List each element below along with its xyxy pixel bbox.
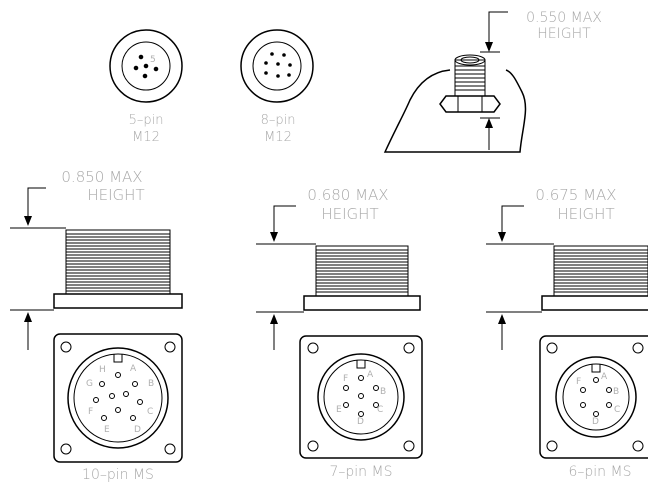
m12-5pin-pins <box>133 54 159 79</box>
ms10-pins <box>93 372 143 421</box>
ms6-pin-d: D <box>592 417 599 427</box>
ms6-pins <box>580 377 612 417</box>
m12-mount-panel <box>383 69 527 153</box>
m12-5pin-outer-ring <box>109 29 183 103</box>
ms10-pin-h: H <box>99 365 106 375</box>
ms10-mount-hole-bl <box>60 443 72 455</box>
m12-mount-barrel-bore <box>460 56 480 64</box>
m12-mount-view: 0.550 MAX HEIGHT <box>383 10 602 153</box>
ms7-pins <box>343 375 379 417</box>
m12-5pin-label-line1: 5–pin <box>129 113 164 128</box>
m12-mount-threads <box>455 65 485 91</box>
ms6-flange-face <box>539 335 648 459</box>
ms7-label: 7–pin MS <box>330 464 393 480</box>
ms6-mount-hole-br <box>632 440 644 452</box>
ms10-threads <box>66 233 170 292</box>
ms6-pin-a: A <box>601 372 608 382</box>
ms6-dim-line1: 0.675 MAX <box>535 186 616 204</box>
ms6-flange-side <box>541 295 648 311</box>
ms10-flange-side <box>53 293 183 309</box>
ms10-arrow-down <box>24 216 32 226</box>
ms7-mount-hole-tr <box>403 342 415 354</box>
ms10-flange-face <box>53 333 183 463</box>
ms10-arrow-up <box>24 312 32 322</box>
ms6-arrow-down <box>498 232 506 242</box>
ms10-key <box>113 354 123 363</box>
ms6-threads <box>554 249 648 293</box>
ms6-mount-hole-tr <box>632 342 644 354</box>
ms6-leader <box>501 205 524 238</box>
m12-8pin-connector: 8–pin M12 <box>240 29 314 145</box>
m12-mount-dim-line2: HEIGHT <box>537 26 591 42</box>
ms10-dim-line1: 0.850 MAX <box>61 168 142 186</box>
ms7-key <box>356 360 366 369</box>
ms7-insert <box>323 359 399 435</box>
m12-8pin-label-line1: 8–pin <box>261 113 296 128</box>
ms10-mount-hole-br <box>164 443 176 455</box>
m12-mount-arrow-down <box>485 42 493 52</box>
ms10-insert <box>73 353 163 443</box>
ms10-pin-b: B <box>148 379 154 389</box>
ms7-pin-f: F <box>343 374 348 384</box>
ms10-outer-ring <box>67 347 169 449</box>
ms7-arrow-down <box>270 232 278 242</box>
ms7-dim-line1: 0.680 MAX <box>307 186 388 204</box>
ms10-pin-d: D <box>134 425 141 435</box>
ms6-outer-ring <box>555 356 637 438</box>
ms7-flange-face <box>299 335 423 459</box>
ms6-mount-hole-tl <box>546 342 558 354</box>
m12-mount-leader <box>488 11 508 48</box>
ms7-pin-e: E <box>336 405 342 415</box>
ms10-pin-e: E <box>104 425 110 435</box>
ms10-pin-a: A <box>130 364 137 374</box>
ms6-insert <box>562 363 630 431</box>
ms10-connector: 0.850 MAX HEIGHT <box>10 168 183 483</box>
ms7-outer-ring <box>317 353 405 441</box>
ms10-pin-f: F <box>88 407 93 417</box>
ms7-flange-side <box>303 295 421 311</box>
m12-8pin-pins <box>264 52 292 78</box>
ms7-pin-b: B <box>380 387 386 397</box>
ms10-pin-c: C <box>147 407 153 417</box>
ms10-dim-line2: HEIGHT <box>87 186 144 204</box>
m12-5pin-face <box>121 41 171 91</box>
ms6-mount-hole-bl <box>546 440 558 452</box>
ms7-pin-c: C <box>377 405 383 415</box>
ms7-pin-a: A <box>367 370 374 380</box>
ms7-arrow-up <box>270 314 278 324</box>
ms6-dim-line2: HEIGHT <box>557 205 614 223</box>
ms7-mount-hole-br <box>403 440 415 452</box>
ms7-mount-hole-bl <box>307 440 319 452</box>
m12-mount-arrow-up <box>485 118 493 128</box>
m12-5pin-connector: 5 5–pin M12 <box>109 29 183 145</box>
ms6-arrow-up <box>498 314 506 324</box>
ms7-connector: 0.680 MAX HEIGHT <box>256 186 423 480</box>
m12-5pin-label-line2: M12 <box>132 130 160 145</box>
m12-8pin-label-line2: M12 <box>264 130 292 145</box>
ms7-leader <box>273 205 296 238</box>
ms7-mount-hole-tl <box>307 342 319 354</box>
m12-mount-hex-nut <box>439 95 501 113</box>
ms7-threads <box>316 249 408 293</box>
ms6-label: 6–pin MS <box>569 464 632 480</box>
m12-mount-dim-line1: 0.550 MAX <box>526 10 602 26</box>
ms6-pin-b: B <box>613 387 619 397</box>
ms7-pin-d: D <box>357 417 364 427</box>
m12-8pin-face <box>252 41 302 91</box>
ms6-pin-c: C <box>614 405 620 415</box>
m12-5pin-pin-label: 5 <box>150 55 156 65</box>
ms10-mount-hole-tr <box>164 341 176 353</box>
m12-8pin-outer-ring <box>240 29 314 103</box>
ms6-key <box>591 364 601 373</box>
ms10-pin-g: G <box>86 379 93 389</box>
ms10-mount-hole-tl <box>60 341 72 353</box>
ms10-label: 10–pin MS <box>82 467 154 483</box>
ms6-pin-f: F <box>576 377 581 387</box>
ms10-leader <box>27 187 46 222</box>
ms6-connector: 0.675 MAX HEIGHT <box>486 186 648 480</box>
m12-mount-barrel-top <box>454 54 486 66</box>
ms7-dim-line2: HEIGHT <box>321 205 378 223</box>
